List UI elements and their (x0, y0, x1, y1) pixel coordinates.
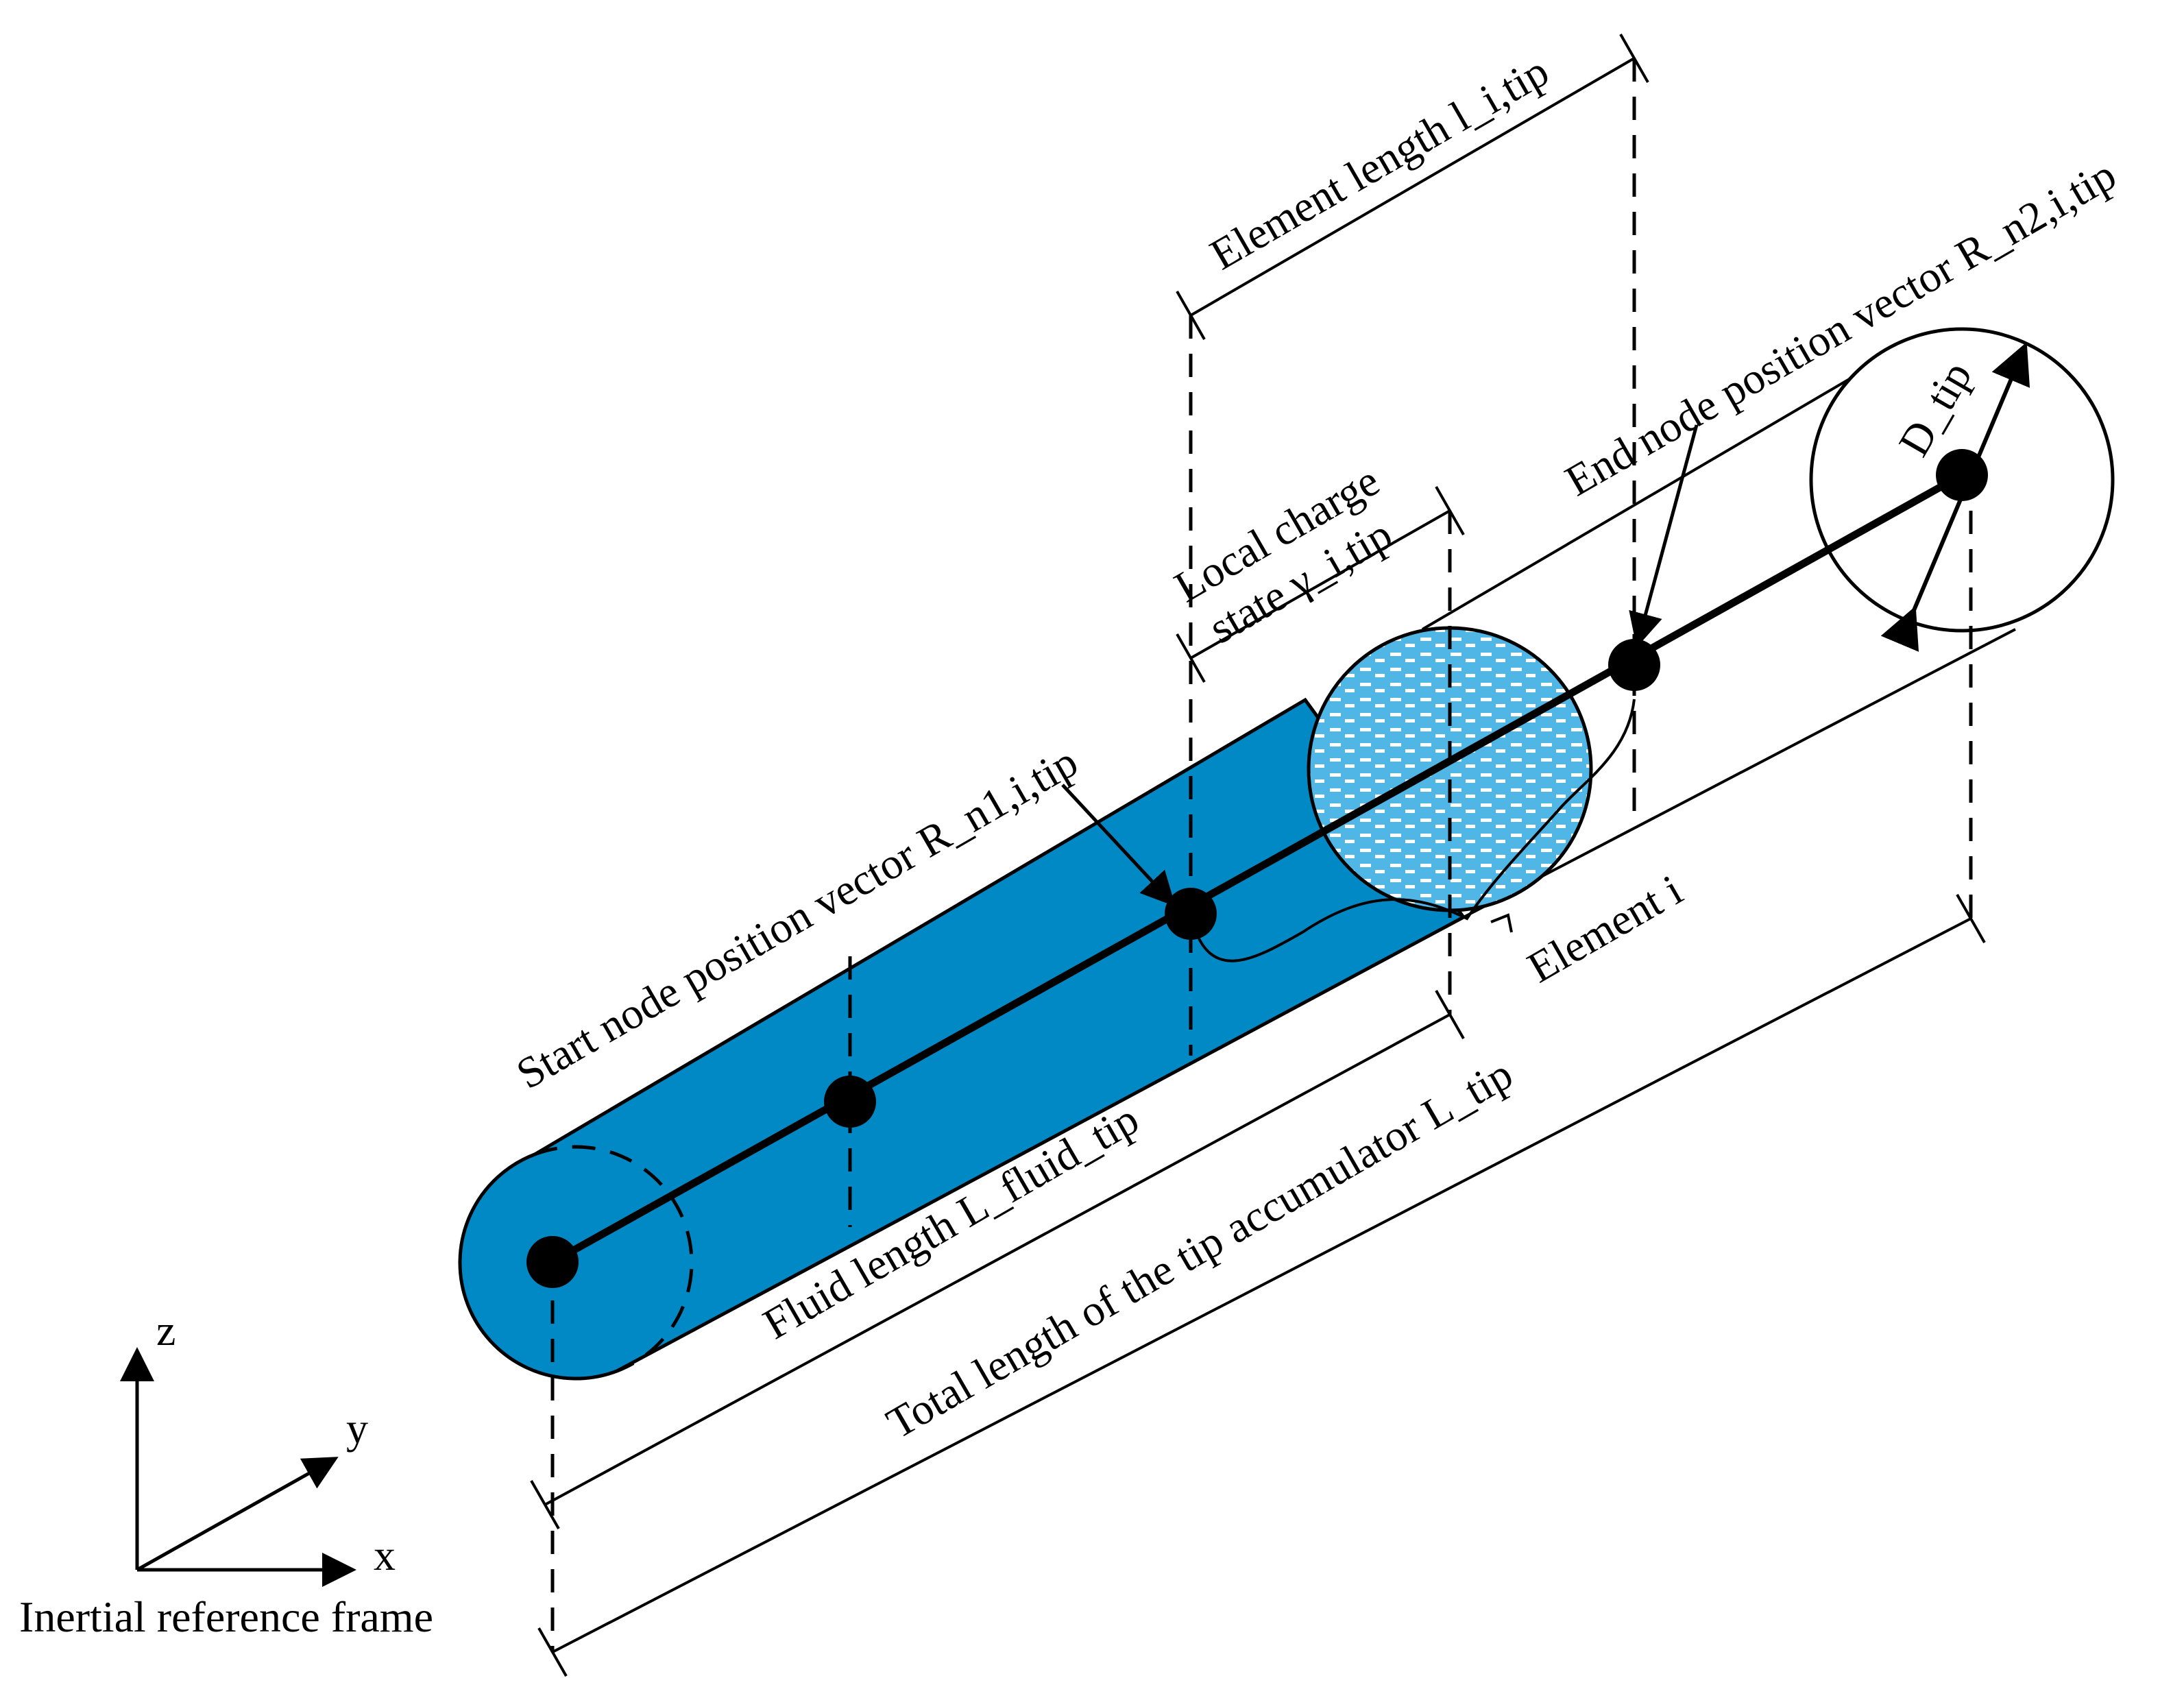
tube-top-edge (1421, 369, 1866, 631)
start-node-pointer (1061, 784, 1176, 907)
axis-x-label: x (374, 1531, 396, 1579)
tube-axis (550, 472, 1964, 1265)
axis-y (136, 1457, 339, 1572)
tick-fl-1 (530, 1480, 560, 1529)
dim-fluid-length (544, 1013, 1451, 1506)
label-element-length: Element length l_i,tip (1202, 46, 1557, 279)
node-4 (1608, 639, 1660, 691)
tick-lc-1 (1176, 633, 1206, 683)
axis-y-label: y (346, 1404, 368, 1453)
dim-local-charge (1190, 509, 1451, 659)
element-brace-pointer (1490, 913, 1513, 933)
label-element-i: Element i (1520, 865, 1690, 992)
start-end-dashed-circle (534, 1145, 694, 1373)
dim-element-length (1189, 57, 1636, 317)
diameter-arrow (1880, 341, 2030, 652)
fluid-region (458, 697, 1466, 1381)
tick-tl-1 (537, 1627, 568, 1677)
node-2 (824, 1076, 876, 1128)
axis-z-label: z (156, 1306, 175, 1355)
tube-bottom-edge (1463, 628, 2016, 919)
tick-lc-2 (1435, 486, 1465, 535)
end-node-pointer (1629, 424, 1699, 648)
tick-el-2 (1619, 34, 1649, 83)
tick-fl-2 (1435, 990, 1465, 1039)
tick-tl-2 (1956, 894, 1986, 943)
dim-total-length (552, 917, 1971, 1653)
tick-el-1 (1176, 291, 1206, 340)
frame-caption: Inertial reference frame (19, 1592, 433, 1641)
node-start (526, 1236, 579, 1288)
element-brace (1189, 699, 1636, 962)
